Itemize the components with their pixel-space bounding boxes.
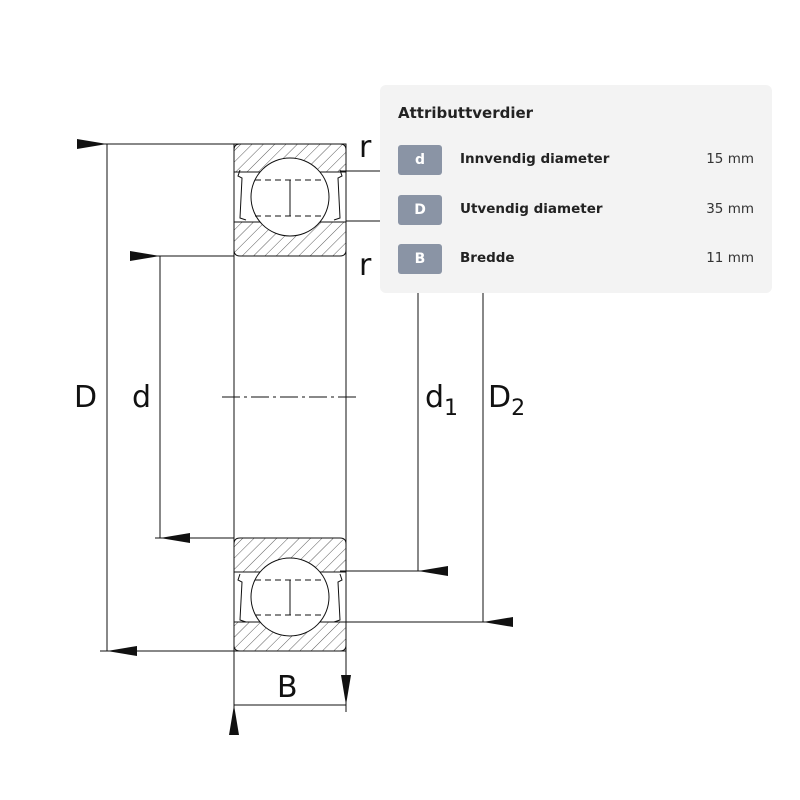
attribute-name: Innvendig diameter: [460, 151, 610, 167]
extension-lines: [100, 143, 490, 712]
label-d1: d1: [425, 380, 458, 421]
attribute-name: Utvendig diameter: [460, 201, 603, 217]
attribute-value: 15 mm: [706, 151, 754, 167]
attribute-row: d Innvendig diameter 15 mm: [398, 145, 754, 175]
label-B: B: [277, 670, 298, 705]
label-r-bottom: r: [359, 248, 372, 283]
attribute-value: 35 mm: [706, 201, 754, 217]
bottom-ring-section: [233, 537, 347, 652]
panel-title: Attributtverdier: [398, 104, 534, 122]
label-D: D: [74, 380, 97, 415]
attribute-row: B Bredde 11 mm: [398, 244, 754, 274]
top-ring-section: [233, 143, 347, 257]
attribute-name: Bredde: [460, 250, 515, 266]
label-d: d: [132, 380, 151, 415]
attribute-panel: Attributtverdier d Innvendig diameter 15…: [380, 85, 772, 293]
symbol-badge: D: [398, 195, 442, 225]
label-D2-main: D: [488, 380, 511, 415]
symbol-badge: B: [398, 244, 442, 274]
label-r-top: r: [359, 130, 372, 165]
attribute-row: D Utvendig diameter 35 mm: [398, 195, 754, 225]
label-D2-sub: 2: [511, 396, 525, 421]
label-d1-main: d: [425, 380, 444, 415]
label-D2: D2: [488, 380, 525, 421]
symbol-badge: d: [398, 145, 442, 175]
label-d1-sub: 1: [444, 396, 458, 421]
attribute-value: 11 mm: [706, 250, 754, 266]
